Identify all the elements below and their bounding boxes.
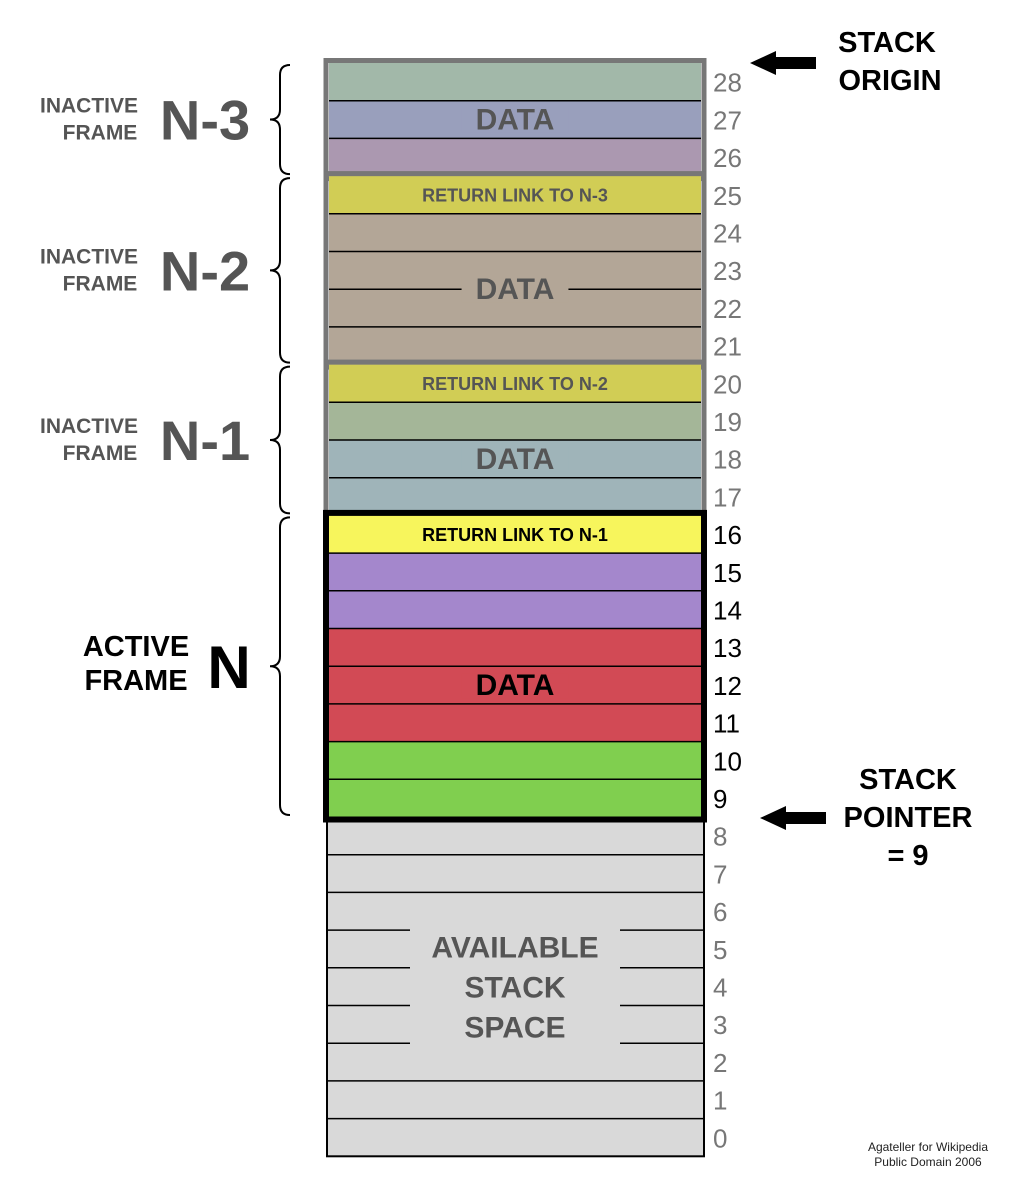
data-slot xyxy=(329,628,701,667)
credit: Agateller for Wikipedia Public Domain 20… xyxy=(868,1140,988,1170)
data-slot xyxy=(329,477,701,516)
slot-number-8: 8 xyxy=(713,822,727,852)
slot-number-17: 17 xyxy=(713,482,742,512)
data-label: DATA xyxy=(476,669,555,702)
return-link-slot xyxy=(329,176,701,214)
slot-number-20: 20 xyxy=(713,369,742,399)
frame-name: N xyxy=(207,634,250,701)
slot-number-16: 16 xyxy=(713,520,742,550)
stack-pointer-line-2: POINTER xyxy=(844,802,973,834)
slot-number-1: 1 xyxy=(713,1086,727,1116)
available-label-line-0: AVAILABLE xyxy=(431,931,598,964)
data-label-knockout xyxy=(461,277,569,303)
frame-kind-line-1: ACTIVE xyxy=(83,631,189,663)
slot-number-22: 22 xyxy=(713,294,742,324)
frame-brace xyxy=(269,516,291,816)
stack-pointer-line-3: = 9 xyxy=(887,840,928,872)
slot-number-7: 7 xyxy=(713,859,727,889)
slot-number-24: 24 xyxy=(713,219,742,249)
frame-name: N-1 xyxy=(160,409,250,472)
slot-number-9: 9 xyxy=(713,784,727,814)
slot-number-10: 10 xyxy=(713,746,742,776)
data-label: DATA xyxy=(476,104,555,137)
slot-number-2: 2 xyxy=(713,1048,727,1078)
frame-brace xyxy=(269,365,291,515)
frame-name: N-3 xyxy=(160,89,250,152)
slot-number-13: 13 xyxy=(713,633,742,663)
return-link-label: RETURN LINK TO N-1 xyxy=(422,525,608,545)
data-slot xyxy=(329,741,701,780)
data-label-knockout xyxy=(461,107,569,133)
available-label-bg xyxy=(410,928,620,1045)
return-link-slot xyxy=(329,364,701,403)
frame-brace xyxy=(269,64,291,176)
return-link-label: RETURN LINK TO N-2 xyxy=(422,374,608,394)
stack-origin-line-2: ORIGIN xyxy=(838,65,941,97)
slot-number-27: 27 xyxy=(713,105,742,135)
data-slot xyxy=(329,326,701,365)
frame-kind-line-2: FRAME xyxy=(63,122,138,145)
credit-line-2: Public Domain 2006 xyxy=(874,1155,982,1169)
frame-name: N-2 xyxy=(160,239,250,302)
frame-kind-line-1: INACTIVE xyxy=(40,415,138,438)
slot-number-5: 5 xyxy=(713,935,727,965)
frame-n-3: DATA INACTIVE FRAME N-3 xyxy=(40,58,707,182)
frame-kind-line-2: FRAME xyxy=(63,272,138,295)
data-slot xyxy=(329,402,701,440)
data-label-knockout xyxy=(461,446,569,472)
data-slot xyxy=(329,703,701,742)
slot-number-4: 4 xyxy=(713,973,727,1003)
slot-number-15: 15 xyxy=(713,558,742,588)
data-slot xyxy=(329,779,701,817)
stack-pointer-line-1: STACK xyxy=(859,764,957,796)
credit-line-1: Agateller for Wikipedia xyxy=(867,1140,988,1154)
stack-pointer-arrow xyxy=(760,806,826,830)
slot-number-12: 12 xyxy=(713,671,742,701)
slot-number-18: 18 xyxy=(713,445,742,475)
slot-number-25: 25 xyxy=(713,181,742,211)
slot-number-0: 0 xyxy=(713,1123,727,1153)
frame-border xyxy=(323,509,707,823)
data-label-knockout xyxy=(461,673,569,699)
stack-origin-line-1: STACK xyxy=(838,27,936,59)
data-slot xyxy=(329,63,701,101)
stack-origin-arrow xyxy=(750,51,816,75)
frame-kind-line-2: FRAME xyxy=(84,665,187,697)
frame-kind-line-2: FRAME xyxy=(63,442,138,465)
data-slot xyxy=(329,590,701,629)
available-label-line-2: SPACE xyxy=(464,1011,565,1044)
frame-kind-line-1: INACTIVE xyxy=(40,245,138,268)
frame-brace xyxy=(269,177,291,364)
return-link-slot xyxy=(329,515,701,554)
data-slot xyxy=(329,138,701,177)
available-label-line-1: STACK xyxy=(464,971,565,1004)
data-label: DATA xyxy=(476,443,555,476)
slot-number-28: 28 xyxy=(713,68,742,98)
slot-number-6: 6 xyxy=(713,897,727,927)
slot-number-23: 23 xyxy=(713,256,742,286)
data-slot xyxy=(329,553,701,591)
slot-number-3: 3 xyxy=(713,1010,727,1040)
data-slot xyxy=(329,213,701,252)
slot-number-26: 26 xyxy=(713,143,742,173)
slot-number-11: 11 xyxy=(713,709,740,739)
return-link-label: RETURN LINK TO N-3 xyxy=(422,185,608,205)
slot-number-19: 19 xyxy=(713,407,742,437)
slot-number-14: 14 xyxy=(713,596,742,626)
slot-number-21: 21 xyxy=(713,332,742,362)
data-label: DATA xyxy=(476,273,555,306)
frame-kind-line-1: INACTIVE xyxy=(40,95,138,118)
